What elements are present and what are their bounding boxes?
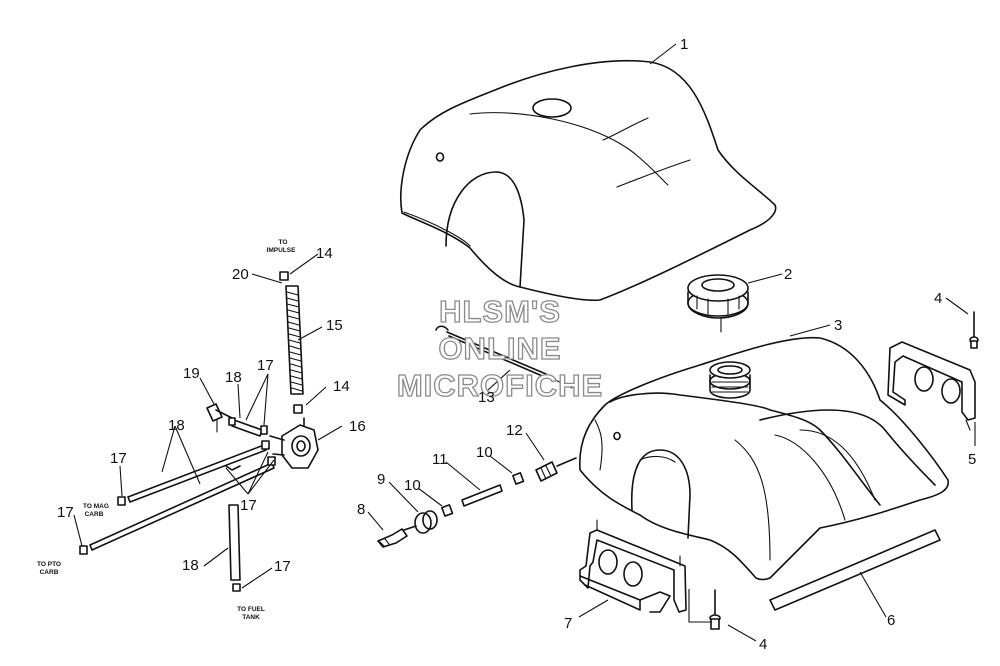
part-grommet	[403, 510, 438, 534]
callout-18-short: 18	[225, 369, 242, 386]
callout-4-lower: 4	[759, 636, 767, 653]
routing-notes: TO IMPULSE TO MAG CARB TO PTO CARB TO FU…	[37, 239, 296, 621]
watermark-line-1: HLSM'S	[439, 294, 561, 329]
part-coil-hose-15	[285, 285, 304, 395]
callout-numbers: 1 2 3 4 5 6 7 4 8 9 10 11 10 12 13 14 20…	[57, 36, 976, 653]
part-short-hose-18	[228, 417, 268, 437]
callout-10-right: 10	[476, 444, 493, 461]
part-washer-right	[512, 472, 525, 485]
watermark-line-2: ONLINE	[438, 331, 561, 366]
watermark-line-3: MICROFICHE	[397, 368, 603, 403]
callout-13: 13	[478, 389, 495, 406]
callout-11: 11	[432, 451, 448, 468]
part-rivet-upper	[969, 311, 979, 349]
note-to-impulse-2: IMPULSE	[267, 247, 297, 254]
callout-17-mag: 17	[110, 450, 127, 467]
callout-1: 1	[680, 36, 688, 53]
part-fuel-cap	[687, 274, 749, 333]
part-front-bracket	[579, 519, 687, 613]
part-tee-fitting-19	[206, 403, 233, 433]
part-hose-18-vertical	[228, 504, 241, 592]
part-valve-end	[535, 457, 577, 482]
callout-17-tee: 17	[240, 497, 257, 514]
part-fuel-tank	[579, 336, 949, 581]
part-hose-18-upper	[117, 440, 270, 506]
part-rivet-lower	[709, 589, 721, 630]
leader-lines	[73, 43, 976, 642]
note-to-impulse-1: TO	[279, 239, 288, 246]
callout-4-upper: 4	[934, 290, 942, 307]
callout-15: 15	[326, 317, 343, 334]
watermark: HLSM'S ONLINE MICROFICHE	[396, 293, 603, 403]
note-to-pto-carb-2: CARB	[40, 569, 59, 576]
note-to-fuel-tank-1: TO FUEL	[237, 606, 265, 613]
callout-3: 3	[834, 317, 842, 334]
part-clip-14-lower	[293, 404, 303, 414]
part-fuel-pump-16	[269, 417, 319, 469]
part-hose-18-lower	[79, 456, 276, 555]
callout-9: 9	[377, 471, 385, 488]
note-to-mag-carb-2: CARB	[85, 511, 104, 518]
callout-14-upper: 14	[316, 245, 333, 262]
callout-17-short: 17	[257, 357, 274, 374]
callout-14-lower: 14	[333, 378, 350, 395]
part-washer-left	[441, 504, 454, 517]
part-tank-strip	[769, 529, 941, 611]
part-cable-13	[435, 325, 573, 389]
note-to-fuel-tank-2: TANK	[242, 614, 260, 621]
part-rear-bracket	[887, 341, 976, 431]
callout-6: 6	[887, 612, 895, 629]
callout-2: 2	[784, 266, 792, 283]
part-tee-small	[225, 465, 241, 471]
part-rod	[461, 484, 503, 507]
part-fitting	[377, 528, 408, 548]
note-to-pto-carb-1: TO PTO	[37, 561, 61, 568]
part-hood-cover	[400, 59, 777, 302]
callout-18-pair: 18	[168, 417, 185, 434]
callout-12: 12	[506, 422, 523, 439]
callout-7: 7	[564, 615, 572, 632]
part-line-20-cap	[279, 271, 289, 281]
callout-18-vertical: 18	[182, 557, 199, 574]
callout-19: 19	[183, 365, 200, 382]
callout-20: 20	[232, 266, 249, 283]
callout-17-pto: 17	[57, 504, 74, 521]
callout-16: 16	[349, 418, 366, 435]
callout-10-left: 10	[404, 477, 421, 494]
callout-17-tank: 17	[274, 558, 291, 575]
callout-8: 8	[357, 501, 365, 518]
callout-5: 5	[968, 451, 976, 468]
note-to-mag-carb-1: TO MAG	[83, 503, 109, 510]
